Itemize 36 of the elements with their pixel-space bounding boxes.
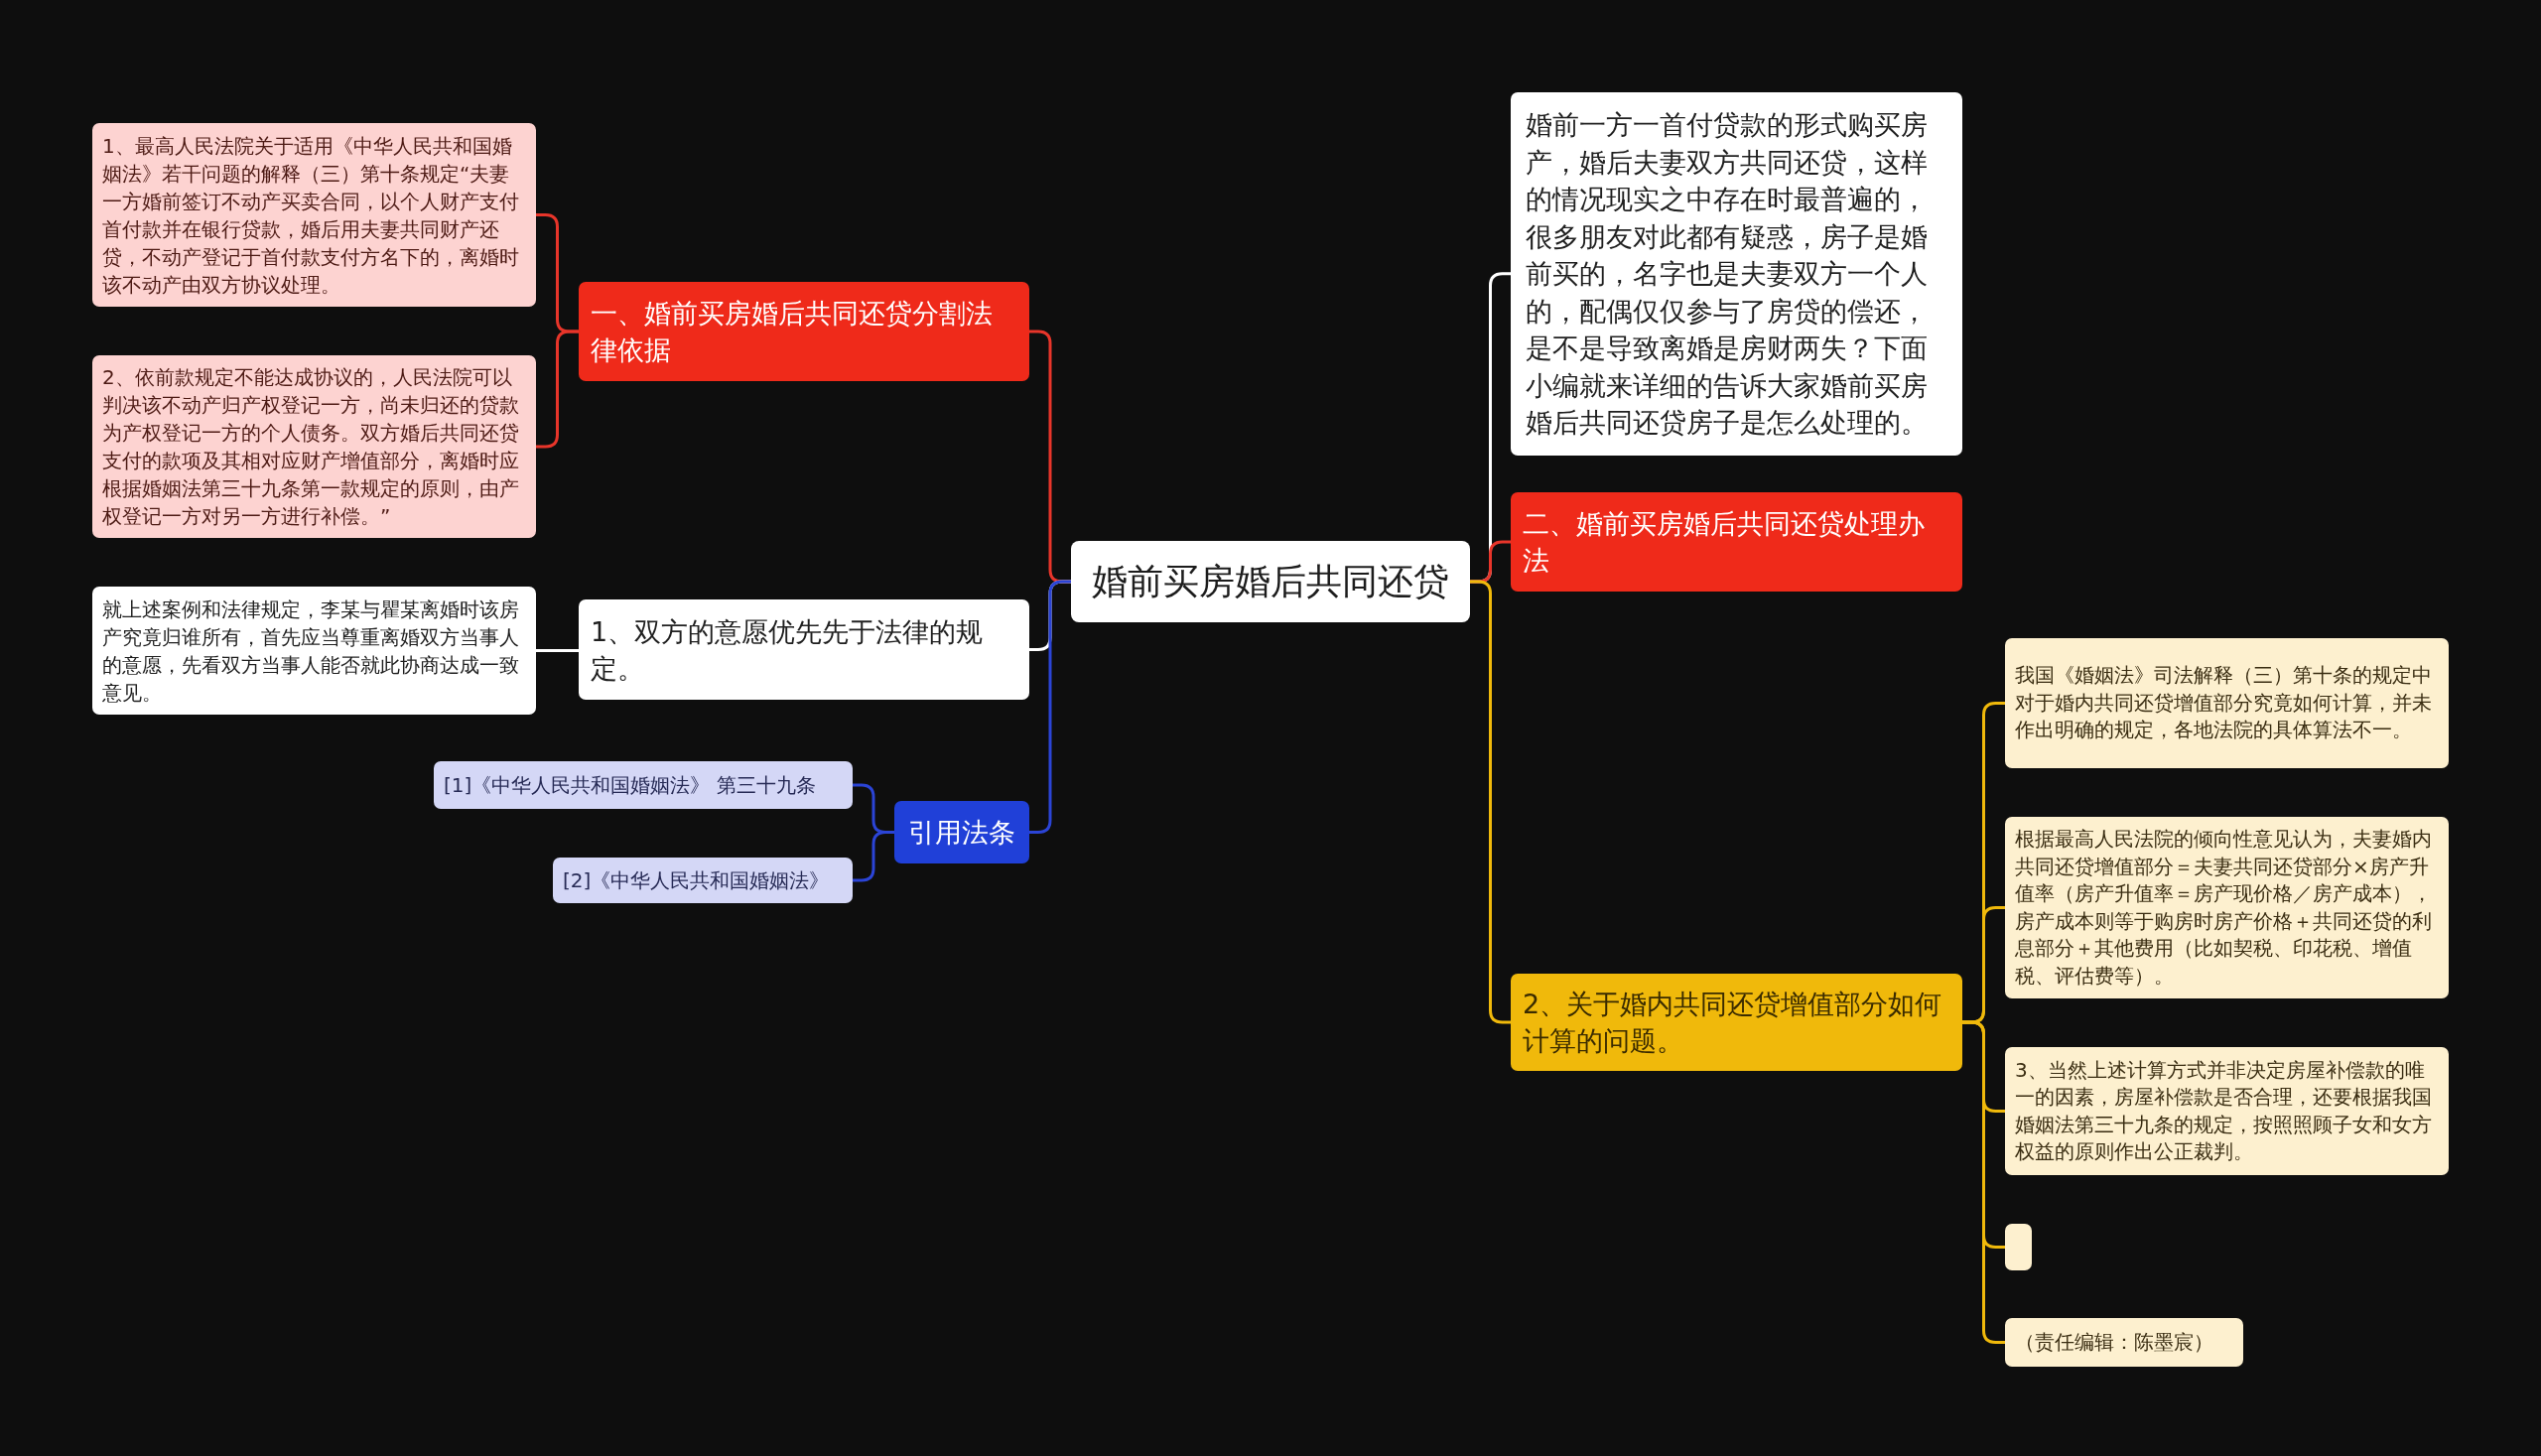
reference-text: [1]《中华人民共和国婚姻法》 第三十九条 xyxy=(444,772,817,799)
intro-text: 婚前一方一首付贷款的形式购买房产，婚后夫妻双方共同还贷，这样的情况现实之中存在时最普遍的，很多朋友对此都有疑惑，房子是婚前买的，名字也是夫妻双方一个人的，配偶仅仅参与了房贷的偿还，是不是导致离婚是房财两失？下面小编就来详细的告诉大家婚前买房婚后共同还贷房子是怎么处理的。 xyxy=(1526,108,1929,440)
central-topic-card xyxy=(1071,541,1470,622)
reference-heading-card xyxy=(894,801,1029,863)
connector-line xyxy=(1470,580,1511,1024)
reference-card xyxy=(553,858,853,903)
note-card xyxy=(2005,638,2449,768)
connector-line xyxy=(536,330,579,449)
note-card xyxy=(2005,817,2449,998)
section-heading: 二、婚前买房婚后共同还贷处理办法 xyxy=(1523,507,1926,578)
note-text: 2、依前款规定不能达成协议的，人民法院可以判决该不动产归产权登记一方，尚未归还的贷款为产权登记一方的个人债务。双方婚后共同还贷支付的款项及其相对应财产增值部分，离婚时应根据婚姻法第三十九条第一款规定的原则，由产权登记一方对另一方进行补偿。” xyxy=(102,364,520,530)
note-text: （责任编辑：陈墨宸） xyxy=(2015,1328,2214,1356)
note-card xyxy=(2005,1318,2243,1367)
note-text: 就上述案例和法律规定，李某与瞿某离婚时该房产究竟归谁所有，首先应当尊重离婚双方当事人的意愿，先看双方当事人能否就此协商达成一致意见。 xyxy=(102,596,520,707)
section-heading-card xyxy=(1511,492,1962,592)
point-text: 2、关于婚内共同还贷增值部分如何计算的问题。 xyxy=(1523,988,1943,1058)
point-card xyxy=(579,599,1029,700)
connector-line xyxy=(536,649,579,652)
reference-heading: 引用法条 xyxy=(908,816,1015,850)
note-card xyxy=(2005,1047,2449,1175)
topic-title: 婚前买房婚后共同还贷 xyxy=(1092,560,1449,603)
connector-line xyxy=(1962,1020,2005,1344)
section-heading: 一、婚前买房婚后共同还贷分割法律依据 xyxy=(591,297,994,367)
note-text: 1、最高人民法院关于适用《中华人民共和国婚姻法》若干问题的解释（三）第十条规定“夫妻一方婚前签订不动产买卖合同，以个人财产支付首付款并在银行贷款，婚后用夫妻共同财产还贷，不动产登记于首付款支付方名下的，离婚时该不动产由双方协议处理。 xyxy=(102,132,520,299)
note-card xyxy=(92,587,536,715)
empty-box xyxy=(2005,1224,2032,1270)
note-text: 我国《婚姻法》司法解释（三）第十条的规定中对于婚内共同还贷增值部分究竟如何计算，并未作出明确的规定，各地法院的具体算法不一。 xyxy=(2015,662,2433,744)
connector-line xyxy=(1029,580,1071,834)
reference-text: [2]《中华人民共和国婚姻法》 xyxy=(563,867,831,894)
point-text: 1、双方的意愿优先先于法律的规定。 xyxy=(591,614,985,686)
note-text: 根据最高人民法院的倾向性意见认为，夫妻婚内共同还贷增值部分＝夫妻共同还贷部分×房产升值率（房产升值率＝房产现价格／房产成本），房产成本则等于购房时房产价格＋共同还贷的利息部分＋其他费用（比如契税、印花税、增值税、评估费等）。 xyxy=(2015,826,2433,990)
note-text: 3、当然上述计算方式并非决定房屋补偿款的唯一的因素，房屋补偿款是否合理，还要根据我国婚姻法第三十九条的规定，按照照顾子女和女方权益的原则作出公正裁判。 xyxy=(2015,1056,2433,1165)
reference-card xyxy=(434,761,853,809)
section-heading-card xyxy=(579,282,1029,381)
point-card xyxy=(1511,974,1962,1071)
intro-card xyxy=(1511,92,1962,456)
